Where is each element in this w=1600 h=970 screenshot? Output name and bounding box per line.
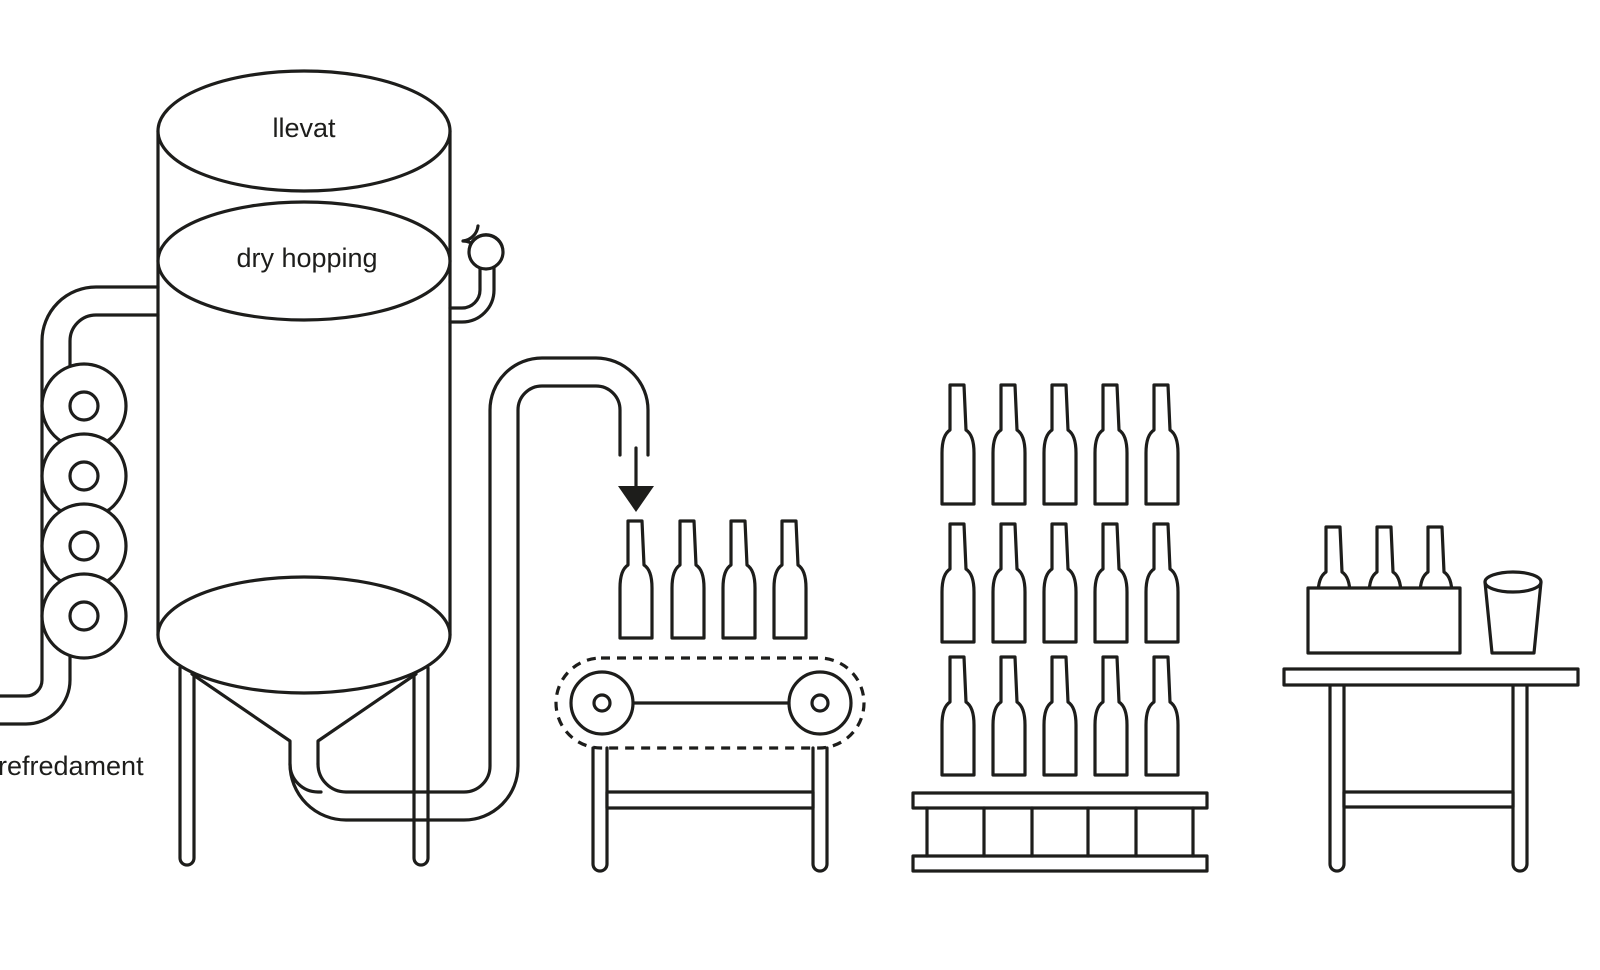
bottle-icon [1144,383,1180,506]
bottle-icon [940,522,976,644]
bottle-icon [1093,383,1129,506]
bottle-icon [1042,383,1078,506]
pressure-gauge-icon [448,224,505,324]
beer-glass-icon [1483,570,1543,655]
bottle-icon [940,383,976,506]
transfer-pipe [288,356,650,822]
pallet-bottles [940,383,1180,777]
beer-crate-icon [1306,525,1462,655]
bottle-icon [721,519,757,640]
bottle-icon [940,655,976,777]
bottle-icon [1144,655,1180,777]
dry-hopping-label: dry hopping [236,243,377,273]
bottle-icon [772,519,808,640]
fermentation-tank-icon [156,69,452,794]
bottle-icon [1093,655,1129,777]
bottle-icon [1144,522,1180,644]
bottle-icon [670,519,706,640]
bottle-icon [1042,655,1078,777]
yeast-label: llevat [272,113,336,143]
cooling-coil-icon [0,285,160,726]
bottle-icon [991,383,1027,506]
conveyor-bottles [618,519,808,640]
cooling-label: refredament [0,751,144,781]
bottle-icon [1093,522,1129,644]
bottle-icon [1042,522,1078,644]
bottle-icon [991,655,1027,777]
bottle-icon [618,519,654,640]
pallet-icon [911,791,1209,873]
tank-legs [178,666,430,867]
table-icon [1282,667,1580,873]
down-arrow-icon [618,446,654,512]
conveyor-belt-icon [554,656,866,873]
bottle-icon [991,522,1027,644]
